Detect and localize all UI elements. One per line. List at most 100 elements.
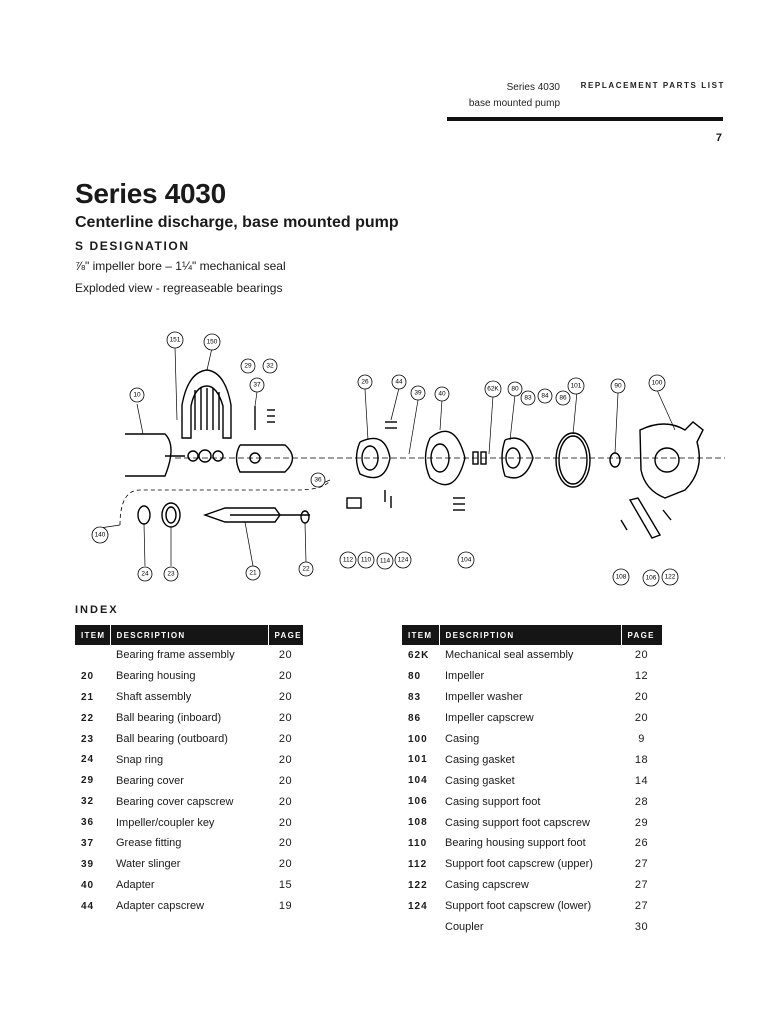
callout-label: 10: [133, 392, 141, 399]
callout-140: 140: [91, 526, 109, 544]
cell-page: 28: [634, 795, 649, 808]
cell-description: Bearing cover: [116, 774, 184, 787]
col-page: PAGE: [267, 625, 303, 645]
cell-item: 23: [81, 733, 95, 745]
col-description: DESCRIPTION: [438, 625, 621, 645]
cell-item: 36: [81, 817, 95, 829]
cell-item: [402, 917, 439, 938]
col-page: PAGE: [620, 625, 662, 645]
cell-description: Coupler: [445, 921, 484, 934]
callout-22: 22: [298, 561, 314, 577]
header-series-name: Series 4030: [506, 82, 560, 93]
callout-label: 37: [253, 382, 261, 389]
table-row: Coupler 30: [402, 917, 662, 938]
header-rule: [447, 117, 723, 121]
header-title: REPLACEMENT PARTS LIST: [580, 81, 725, 90]
cell-page: 15: [278, 879, 293, 892]
view-caption: Exploded view - regreaseable bearings: [75, 281, 283, 295]
callout-37: 37: [249, 377, 265, 393]
callout-44: 44: [391, 374, 407, 390]
diagram-parts: [119, 369, 725, 539]
callout-label: 80: [511, 386, 519, 393]
table-row: 40 Adapter 15: [75, 875, 303, 896]
cell-page: 20: [278, 649, 293, 662]
callout-29: 29: [240, 358, 256, 374]
cell-description: Ball bearing (outboard): [116, 733, 228, 745]
callout-label: 62K: [487, 386, 499, 393]
cell-description: Bearing frame assembly: [116, 649, 235, 662]
cell-item: 40: [81, 879, 95, 891]
index-table-left: ITEM DESCRIPTION PAGE Bearing frame asse…: [75, 625, 303, 917]
cell-description: Bearing housing: [116, 670, 196, 683]
cell-description: Impeller capscrew: [445, 712, 534, 725]
callout-label: 44: [395, 379, 403, 386]
col-description: DESCRIPTION: [109, 625, 268, 645]
callout-label: 36: [314, 477, 322, 484]
cell-item: 80: [408, 670, 422, 682]
callout-21: 21: [245, 565, 261, 581]
index-heading: INDEX: [75, 604, 119, 616]
callout-label: 150: [207, 339, 218, 346]
callout-112: 112: [339, 551, 357, 569]
cell-page: 20: [278, 712, 293, 725]
table-row: Bearing frame assembly 20: [75, 645, 303, 666]
callout-label: 104: [461, 557, 472, 564]
callout-label: 106: [646, 575, 657, 582]
callout-label: 29: [244, 363, 252, 370]
callout-label: 90: [614, 383, 622, 390]
cell-page: 27: [634, 879, 649, 892]
cell-item: 86: [408, 712, 422, 724]
cell-description: Ball bearing (inboard): [116, 712, 222, 725]
cell-page: 9: [638, 733, 645, 745]
cell-page: 19: [278, 900, 293, 913]
callout-label: 83: [524, 395, 532, 402]
cell-description: Adapter capscrew: [116, 900, 205, 913]
cell-description: Impeller/coupler key: [116, 816, 215, 829]
callout-label: 124: [398, 557, 409, 564]
leader-lines: [99, 346, 676, 567]
callout-label: 108: [616, 574, 627, 581]
callout-39: 39: [410, 385, 426, 401]
callout-151: 151: [166, 331, 184, 349]
cell-page: 20: [278, 753, 293, 766]
cell-description: Impeller washer: [445, 691, 523, 704]
callout-36: 36: [310, 472, 326, 488]
cell-description: Adapter: [116, 879, 155, 892]
callout-label: 101: [571, 383, 582, 390]
cell-item: 62K: [408, 649, 430, 661]
cell-description: Support foot capscrew (lower): [445, 900, 592, 913]
cell-description: Casing gasket: [445, 753, 515, 766]
callout-32: 32: [262, 358, 278, 374]
callout-40: 40: [434, 386, 450, 402]
callout-label: 100: [652, 380, 663, 387]
callout-110: 110: [357, 551, 375, 569]
cell-page: 20: [634, 691, 649, 704]
callout-label: 114: [380, 558, 391, 565]
col-item: ITEM: [402, 625, 439, 645]
callout-label: 112: [343, 557, 354, 564]
callout-label: 22: [302, 566, 310, 573]
callout-label: 84: [541, 393, 549, 400]
callout-124: 124: [394, 551, 412, 569]
cell-item: 110: [408, 837, 428, 849]
callout-label: 40: [438, 391, 446, 398]
callout-108: 108: [612, 568, 630, 586]
callout-label: 122: [665, 574, 676, 581]
cell-page: 20: [278, 691, 293, 704]
cell-page: 30: [634, 921, 649, 934]
cell-item: 32: [81, 796, 95, 808]
